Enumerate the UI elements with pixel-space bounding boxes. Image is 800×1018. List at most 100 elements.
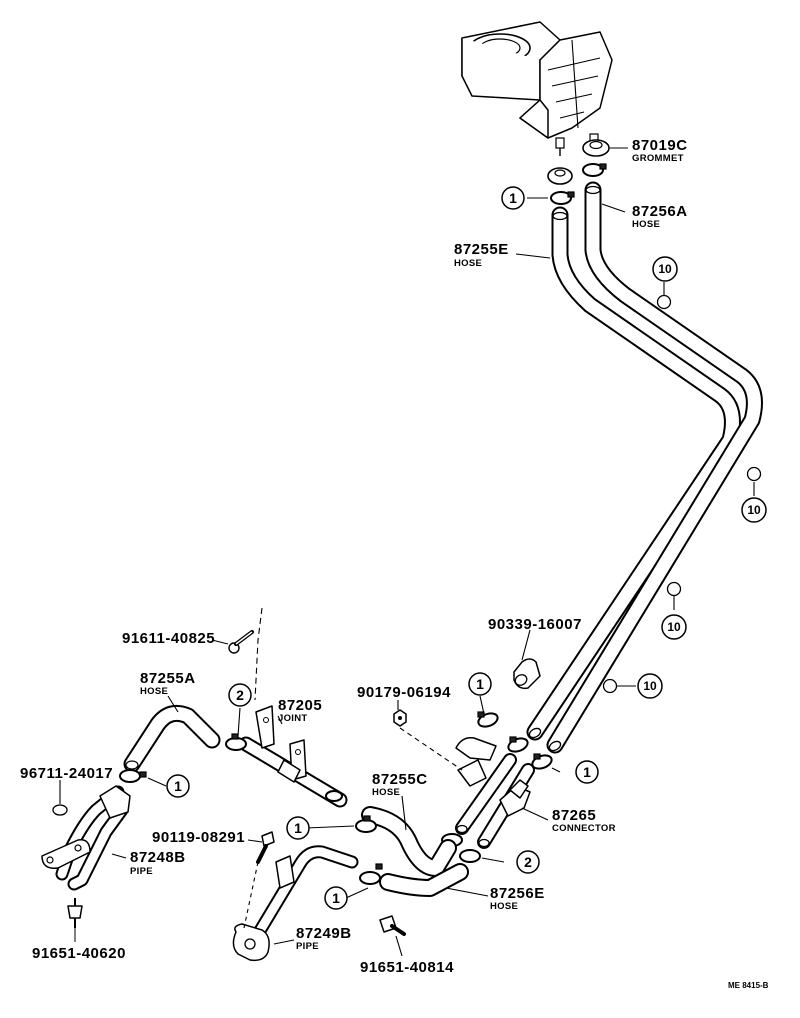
callout-10-a: 10 xyxy=(652,256,678,282)
label-90179-06194: 90179-06194 xyxy=(357,684,451,701)
label-90119-08291: 90119-08291 xyxy=(152,829,245,846)
svg-text:1: 1 xyxy=(583,764,591,780)
svg-text:10: 10 xyxy=(658,262,672,276)
label-87265: 87265 CONNECTOR xyxy=(552,807,616,834)
callout-1-center: 1 xyxy=(286,816,310,840)
label-96711-24017: 96711-24017 xyxy=(20,765,113,782)
label-87255C: 87255C HOSE xyxy=(372,771,428,798)
label-87248B: 87248B PIPE xyxy=(130,849,186,877)
svg-text:1: 1 xyxy=(509,190,517,206)
label-87249B: 87249B PIPE xyxy=(296,925,352,952)
svg-text:10: 10 xyxy=(667,620,681,634)
clamp-87256E xyxy=(359,863,383,885)
clamp-87249B xyxy=(355,815,377,833)
callout-1-top: 1 xyxy=(501,186,525,210)
svg-text:CONNECTOR: CONNECTOR xyxy=(552,823,616,834)
clamp-connector-b xyxy=(507,736,529,753)
grommet-87019C xyxy=(582,139,610,157)
svg-text:10: 10 xyxy=(643,679,657,693)
label-87255E: 87255E HOSE xyxy=(454,241,509,269)
callout-10-b: 10 xyxy=(741,497,767,523)
svg-text:87019C: 87019C xyxy=(632,137,688,154)
svg-text:87256A: 87256A xyxy=(632,203,688,220)
svg-text:96711-24017: 96711-24017 xyxy=(20,765,113,782)
svg-text:1: 1 xyxy=(476,676,484,692)
svg-text:1: 1 xyxy=(332,890,340,906)
svg-text:1: 1 xyxy=(174,778,182,794)
callout-10-d: 10 xyxy=(637,673,663,699)
connector-87265 xyxy=(455,736,535,849)
svg-text:1: 1 xyxy=(294,820,302,836)
bolt-91611-40825 xyxy=(228,630,254,654)
label-91651-40620: 91651-40620 xyxy=(32,945,126,962)
cap-90339-16007 xyxy=(513,658,541,690)
svg-text:87248B: 87248B xyxy=(130,849,186,866)
svg-text:87249B: 87249B xyxy=(296,925,352,942)
svg-text:HOSE: HOSE xyxy=(454,258,482,269)
svg-text:91651-40620: 91651-40620 xyxy=(32,945,126,962)
clamp-top-left xyxy=(550,191,575,205)
svg-text:PIPE: PIPE xyxy=(130,866,153,877)
svg-text:91611-40825: 91611-40825 xyxy=(122,630,215,647)
callout-1-bottom: 1 xyxy=(324,886,348,910)
ring-marker xyxy=(666,581,682,597)
svg-text:2: 2 xyxy=(524,854,532,870)
label-87256E: 87256E HOSE xyxy=(490,885,545,912)
svg-text:HOSE: HOSE xyxy=(140,686,168,697)
pipe-87248B xyxy=(41,785,131,891)
clamp-87255A-left xyxy=(119,769,147,783)
hose-87255A xyxy=(123,704,221,773)
bolt-91651-40814 xyxy=(379,915,406,936)
callout-1-left: 1 xyxy=(166,774,190,798)
heater-unit xyxy=(461,21,613,156)
label-87256A: 87256A HOSE xyxy=(632,203,688,230)
label-87019C: 87019C GROMMET xyxy=(632,137,688,164)
label-87255A: 87255A JOINT HOSE xyxy=(140,670,196,697)
joint-87205 xyxy=(238,607,348,808)
svg-text:HOSE: HOSE xyxy=(632,219,660,230)
callout-1-right: 1 xyxy=(575,760,599,784)
svg-text:87256E: 87256E xyxy=(490,885,545,902)
svg-text:HOSE: HOSE xyxy=(490,901,518,912)
svg-text:87255C: 87255C xyxy=(372,771,428,788)
svg-text:87255E: 87255E xyxy=(454,241,509,258)
clamp-connector-a xyxy=(477,711,499,728)
svg-text:87255A: 87255A xyxy=(140,670,196,687)
svg-text:91651-40814: 91651-40814 xyxy=(360,959,454,976)
clamp-top-right xyxy=(582,163,607,177)
clamp-87255A-right xyxy=(225,733,247,751)
long-hose-87256A xyxy=(546,181,763,754)
figure-code: ME 8415-B xyxy=(728,981,769,990)
ring-marker xyxy=(656,294,672,310)
label-91651-40814: 91651-40814 xyxy=(360,959,454,976)
svg-text:90179-06194: 90179-06194 xyxy=(357,684,451,701)
label-87205: 87205 JOINT xyxy=(278,697,322,724)
svg-text:90339-16007: 90339-16007 xyxy=(488,616,582,633)
stud-91651-40620 xyxy=(67,898,83,942)
pipe-87249B xyxy=(232,845,359,962)
hose-87256E xyxy=(379,863,469,897)
svg-text:JOINT: JOINT xyxy=(278,713,307,724)
svg-text:90119-08291: 90119-08291 xyxy=(152,829,245,846)
clamp-connector-c xyxy=(531,753,553,770)
ring-marker xyxy=(746,466,762,482)
callout-1-mid: 1 xyxy=(468,672,492,696)
long-hose-87255E xyxy=(526,206,741,741)
svg-text:2: 2 xyxy=(236,687,244,703)
grommet-left xyxy=(547,167,573,185)
svg-text:87265: 87265 xyxy=(552,807,596,824)
svg-text:PIPE: PIPE xyxy=(296,941,319,952)
callout-10-c: 10 xyxy=(661,614,687,640)
bolt-90119-08291 xyxy=(243,831,275,929)
label-91611-40825: 91611-40825 xyxy=(122,630,215,647)
callout-2-left: 2 xyxy=(228,683,252,707)
svg-text:10: 10 xyxy=(747,503,761,517)
leader-lines xyxy=(59,147,755,957)
svg-text:87205: 87205 xyxy=(278,697,322,714)
label-90339-16007: 90339-16007 xyxy=(488,616,582,633)
hose-87255C xyxy=(361,806,457,877)
callout-2-right: 2 xyxy=(516,850,540,874)
svg-text:GROMMET: GROMMET xyxy=(632,153,684,164)
gasket-96711-24017 xyxy=(52,804,68,816)
